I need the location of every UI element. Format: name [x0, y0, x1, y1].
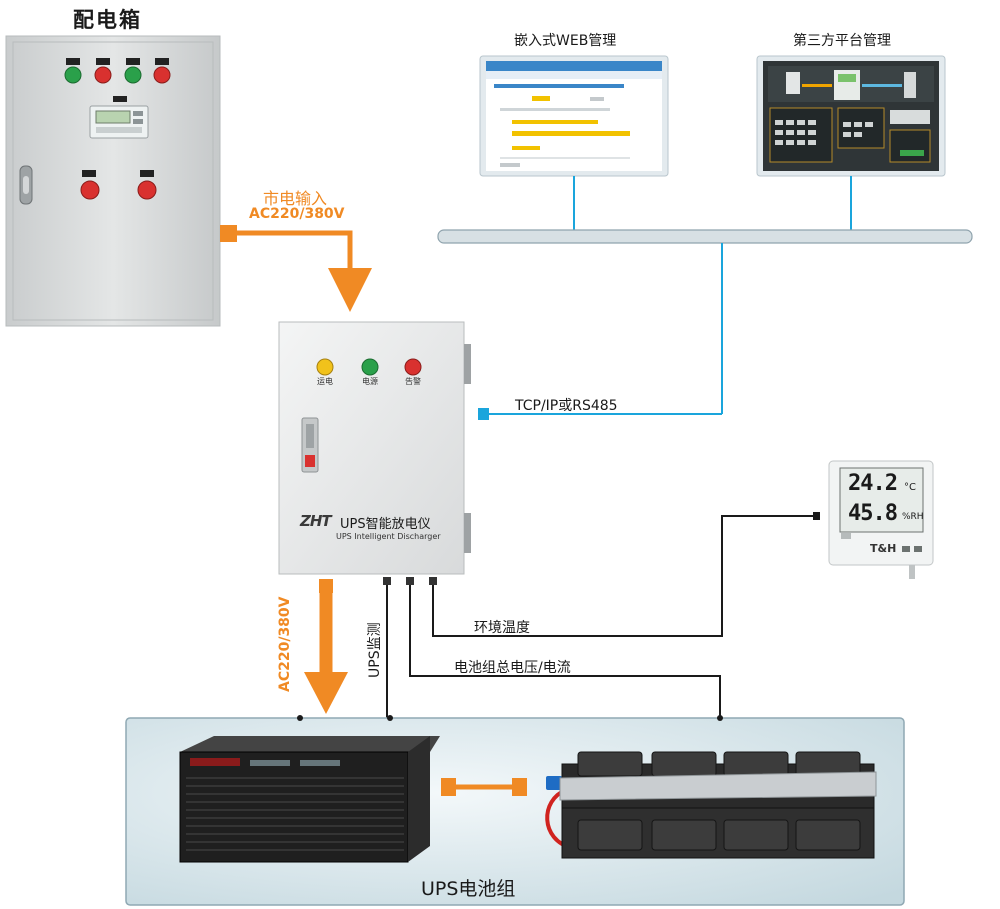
lamp-label-alarm: 告警: [405, 377, 421, 386]
web-management-title: 嵌入式WEB管理: [514, 33, 617, 49]
distribution-box-title: 配电箱: [73, 8, 142, 32]
sensor-brand: T&H: [870, 542, 897, 555]
sensor-temperature-unit: °C: [904, 482, 916, 493]
web-monitor: [479, 55, 669, 177]
ups-battery-connector: [441, 778, 527, 796]
device-name-en: UPS Intelligent Discharger: [336, 532, 441, 541]
mains-input-label: 市电输入: [263, 189, 328, 208]
lamp-label-run: 运电: [317, 377, 333, 386]
th-sensor: [828, 460, 934, 579]
network-bus: [437, 176, 973, 420]
ups-discharger: [278, 321, 471, 593]
ups-battery-panel: [125, 715, 905, 906]
env-temp-label: 环境温度: [474, 620, 530, 636]
cabinet-buttons: [64, 58, 171, 84]
sensor-temperature: 24.2: [848, 471, 898, 496]
device-brand-logo: ZHT: [300, 512, 332, 530]
sensor-humidity-unit: %RH: [902, 512, 924, 522]
ups-monitor-label: UPS监测: [367, 622, 383, 678]
ups-battery-group-title: UPS电池组: [421, 878, 516, 900]
ups-rack-unit: [179, 736, 440, 863]
ac-output-arrow: [304, 593, 348, 714]
cabinet-controller: [89, 96, 149, 139]
battery-voltage-current-label: 电池组总电压/电流: [454, 660, 571, 676]
signal-wires: [386, 515, 815, 718]
distribution-box: [5, 35, 221, 327]
mains-input-arrow: [220, 225, 372, 312]
third-party-monitor: [756, 55, 946, 177]
cabinet-handle: [19, 165, 33, 205]
ac-output-label: AC220/380V: [277, 596, 293, 692]
cabinet-emergency-buttons: [80, 170, 157, 200]
lamp-label-power: 电源: [362, 377, 378, 386]
device-name-cn: UPS智能放电仪: [340, 517, 431, 532]
third-party-title: 第三方平台管理: [793, 33, 891, 49]
battery-pack: [545, 751, 877, 859]
ac-input-label: AC220/380V: [249, 206, 345, 222]
network-label: TCP/IP或RS485: [515, 398, 618, 414]
sensor-humidity: 45.8: [848, 501, 898, 526]
